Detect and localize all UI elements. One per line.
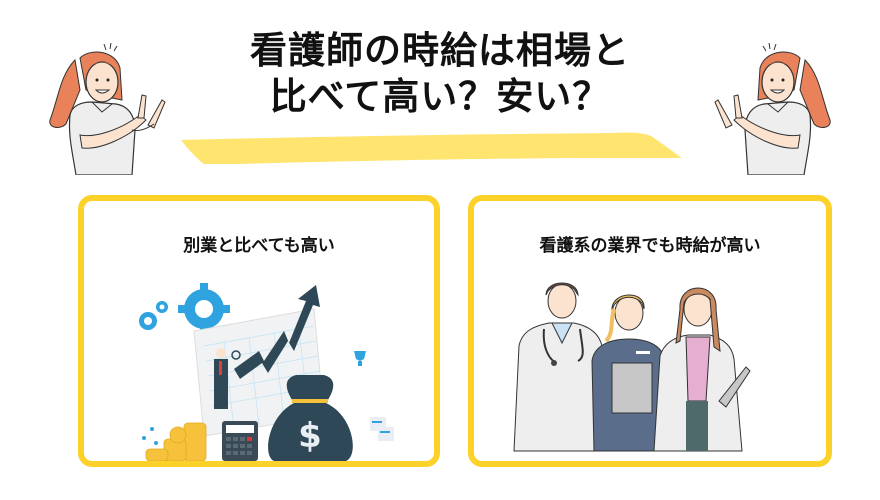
pointing-woman-right-icon: [710, 20, 860, 176]
pointing-woman-left-icon: [20, 20, 170, 176]
title-line-1: 看護師の時給は相場と: [250, 29, 630, 72]
title-line-2: 比べて高い？安い？: [269, 75, 611, 118]
medical-staff-illustration-icon: [474, 251, 826, 461]
card-nursing-industry: 看護系の業界でも時給が高い: [468, 195, 832, 467]
card-title: 別業と比べても高い: [183, 236, 335, 256]
business-growth-illustration-icon: $: [84, 251, 434, 462]
page-title: 看護師の時給は相場と 比べて高い？安い？: [180, 28, 700, 120]
card-other-jobs: 別業と比べても高い: [78, 195, 440, 467]
svg-text:$: $: [298, 416, 322, 456]
card-title: 看護系の業界でも時給が高い: [539, 236, 761, 256]
highlight-stroke: [181, 132, 682, 164]
